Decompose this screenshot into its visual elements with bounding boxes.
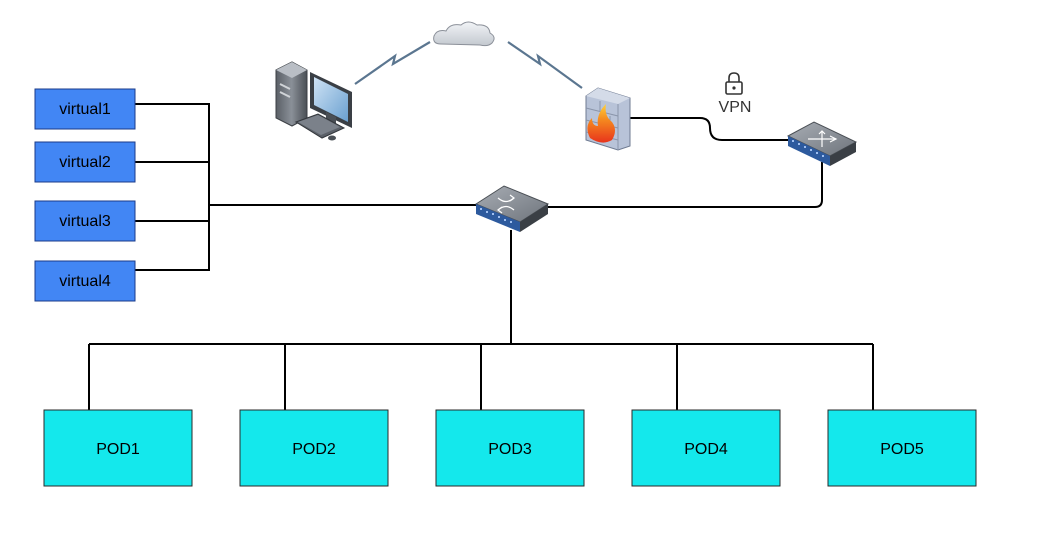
cloud-icon[interactable] — [433, 21, 495, 47]
wan-link-right — [507, 41, 583, 89]
pod-node[interactable]: POD2 — [239, 409, 389, 487]
virtual-node[interactable]: virtual3 — [34, 200, 136, 242]
router-icon[interactable] — [786, 121, 858, 166]
workstation-icon[interactable] — [275, 61, 352, 141]
virtual-node[interactable]: virtual2 — [34, 141, 136, 183]
lock-icon — [725, 72, 743, 95]
pod-node-label: POD4 — [684, 441, 728, 458]
switch-to-router-link — [546, 162, 823, 208]
pod-node[interactable]: POD3 — [435, 409, 585, 487]
switch-icon[interactable] — [474, 185, 550, 232]
pod-node-label: POD1 — [96, 441, 140, 458]
pod-node[interactable]: POD5 — [827, 409, 977, 487]
virtual-nodes: virtual1 virtual2 virtual3 virtual4 — [34, 88, 136, 302]
pod-drops — [88, 344, 874, 410]
wan-link-left — [354, 41, 431, 85]
connector-lines — [88, 103, 874, 410]
virtual-node-label: virtual3 — [59, 213, 111, 230]
wan-links — [354, 41, 583, 89]
virtual-node[interactable]: virtual4 — [34, 260, 136, 302]
virtual-node[interactable]: virtual1 — [34, 88, 136, 130]
pod-node[interactable]: POD1 — [43, 409, 193, 487]
firewall-icon[interactable] — [585, 87, 631, 151]
vpn-label: VPN — [719, 99, 752, 116]
virtual-node-label: virtual2 — [59, 154, 111, 171]
pod-node-label: POD5 — [880, 441, 924, 458]
firewall-to-router-vpn-link — [630, 117, 792, 141]
pod-node-label: POD3 — [488, 441, 532, 458]
virtual-bus-link — [135, 103, 210, 271]
pod-nodes: POD1 POD2 POD3 POD4 POD5 — [43, 409, 977, 487]
virtual-node-label: virtual4 — [59, 273, 111, 290]
pod-node-label: POD2 — [292, 441, 336, 458]
virtual-node-label: virtual1 — [59, 101, 111, 118]
pod-node[interactable]: POD4 — [631, 409, 781, 487]
